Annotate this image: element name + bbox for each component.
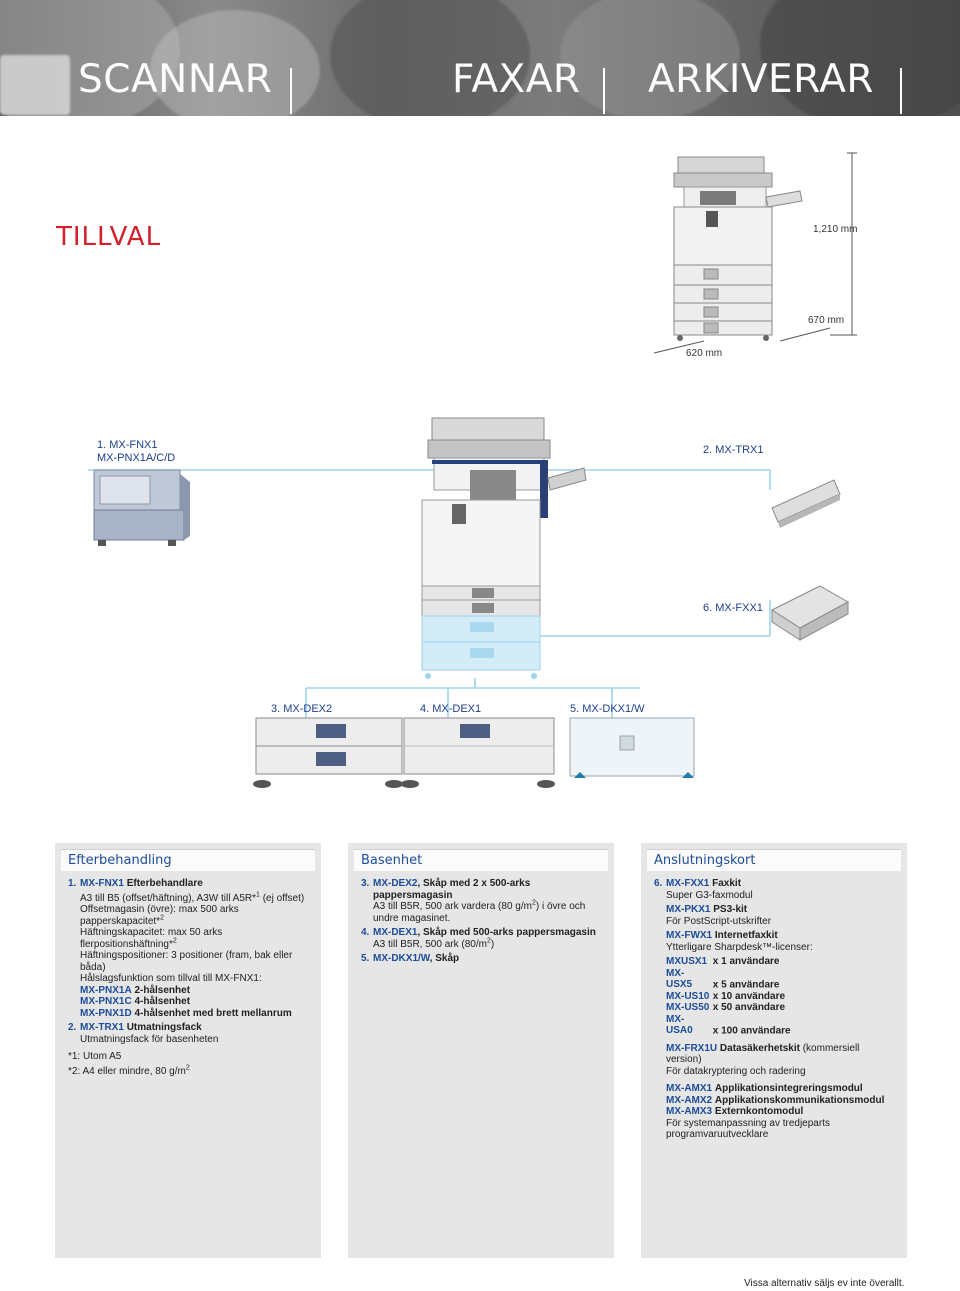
label-pnx1: MX-PNX1A/C/D xyxy=(97,452,176,464)
dimension-depth: 670 mm xyxy=(808,315,845,326)
item-dex1: 4. MX-DEX1, Skåp med 500-arks pappersmag… xyxy=(361,927,596,938)
fax-kit-illustration xyxy=(770,585,850,641)
license-row: MXUSX1 x 1 användare xyxy=(666,956,780,967)
license-row: MX-USA0 x 100 användare xyxy=(666,1013,791,1037)
item-amx2: MX-AMX2 Applikationskommunikationsmodul xyxy=(666,1094,885,1106)
item-amx1: MX-AMX1 Applikationsintegreringsmodul xyxy=(666,1083,863,1094)
item-dkx1: 5. MX-DKX1/W, Skåp xyxy=(361,953,460,964)
item-amx3: MX-AMX3 Externkontomodul xyxy=(666,1106,804,1117)
banner-word-scannar: SCANNAR xyxy=(78,57,273,102)
footer-note: Vissa alternativ säljs ev inte överallt. xyxy=(744,1278,905,1289)
dimension-width: 620 mm xyxy=(686,348,723,359)
banner-photo-shape xyxy=(760,0,960,116)
column-efterbehandling: Efterbehandling 1. MX-FNX1 Efterbehandla… xyxy=(55,843,321,1258)
item-code: MX-FNX1 xyxy=(80,878,124,889)
small-printer-illustration xyxy=(673,156,803,341)
item-fnx1: 1. MX-FNX1 Efterbehandlare xyxy=(68,878,203,889)
label-trx1: 2. MX-TRX1 xyxy=(703,444,764,456)
banner-photo-shape xyxy=(0,55,70,115)
column-heading: Efterbehandling xyxy=(61,849,315,871)
label-dkx1: 5. MX-DKX1/W xyxy=(570,703,645,715)
options-diagram xyxy=(88,417,850,788)
banner-word-arkiverar: ARKIVERAR xyxy=(648,57,874,102)
label-fnx1: 1. MX-FNX1 xyxy=(97,439,158,451)
footnote: *2: A4 eller mindre, 80 g/m2 xyxy=(68,1064,190,1077)
banner-divider xyxy=(900,68,902,114)
item-pkx1: MX-PKX1 PS3-kit xyxy=(666,904,748,915)
item-fwx1: MX-FWX1 Internetfaxkit xyxy=(666,930,778,941)
dimension-lines xyxy=(653,152,857,354)
finisher-illustration xyxy=(93,469,190,546)
header-banner: SCANNAR FAXAR ARKIVERAR xyxy=(0,0,960,116)
label-fxx1: 6. MX-FXX1 xyxy=(703,602,763,614)
column-anslutningskort: Anslutningskort 6. MX-FXX1 Faxkit Super … xyxy=(641,843,907,1258)
dimension-drawing xyxy=(653,152,857,354)
footnote: *1: Utom A5 xyxy=(68,1051,122,1062)
exit-tray-illustration xyxy=(771,479,841,528)
banner-divider xyxy=(603,68,605,114)
item-fxx1: 6. MX-FXX1 Faxkit xyxy=(654,878,742,889)
item-frx1u: MX-FRX1U Datasäkerhetskit (kommersiell v… xyxy=(666,1042,860,1066)
cabinet-dex2-illustration xyxy=(253,717,403,788)
license-row: MX-US10 x 10 användare xyxy=(666,990,786,1002)
column-heading: Basenhet xyxy=(354,849,608,871)
license-row: MX-USX5 x 5 användare xyxy=(666,967,780,991)
banner-word-faxar: FAXAR xyxy=(452,57,581,102)
main-printer-illustration xyxy=(421,417,587,679)
cabinet-dex1-illustration xyxy=(401,717,555,788)
cabinet-dkx1-illustration xyxy=(569,717,695,778)
license-row: MX-US50 x 50 användare xyxy=(666,1002,786,1013)
banner-photo-shape xyxy=(330,0,530,116)
page-title: TILLVAL xyxy=(56,222,162,252)
label-dex1: 4. MX-DEX1 xyxy=(420,703,482,715)
item-trx1: 2. MX-TRX1 Utmatningsfack xyxy=(68,1022,202,1033)
dimension-height: 1,210 mm xyxy=(813,224,858,235)
item-code: MX-TRX1 xyxy=(80,1022,124,1033)
column-heading: Anslutningskort xyxy=(647,849,901,871)
column-basenhet: Basenhet 3. MX-DEX2, Skåp med 2 x 500-ar… xyxy=(348,843,614,1258)
item-dex2: 3. MX-DEX2, Skåp med 2 x 500-arks papper… xyxy=(361,878,531,901)
label-dex2: 3. MX-DEX2 xyxy=(271,703,333,715)
banner-divider xyxy=(290,68,292,114)
banner-photo-shape xyxy=(560,0,740,116)
